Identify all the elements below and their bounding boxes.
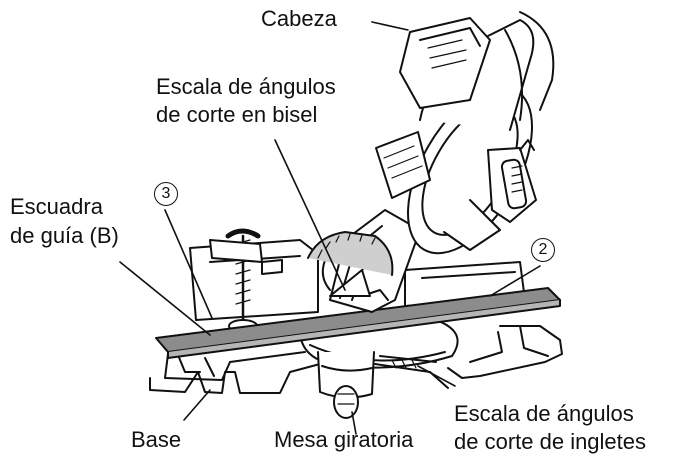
label-miter-scale-line2: de corte de ingletes bbox=[454, 429, 647, 454]
side-handle-shape bbox=[443, 139, 537, 251]
head-shape bbox=[399, 11, 555, 111]
base-shape bbox=[149, 325, 563, 394]
label-base: Base bbox=[131, 427, 182, 452]
label-head: Cabeza bbox=[261, 6, 337, 31]
label-bevel-scale-line1: Escala de ángulos bbox=[156, 74, 336, 99]
label-miter-scale-line1: Escala de ángulos bbox=[454, 401, 634, 426]
callout-three: 3 bbox=[154, 182, 178, 206]
leader-lines bbox=[119, 21, 541, 435]
bevel-scale-shape bbox=[307, 231, 394, 297]
callout-two: 2 bbox=[531, 238, 555, 262]
label-bevel-scale-line2: de corte en bisel bbox=[156, 102, 318, 127]
turntable-knob-shape bbox=[317, 351, 375, 419]
guide-board-shape bbox=[155, 287, 561, 359]
label-turntable: Mesa giratoria bbox=[274, 427, 414, 452]
label-guide-square-line1: Escuadra bbox=[10, 194, 103, 219]
label-guide-square-line2: de guía (B) bbox=[10, 223, 119, 248]
